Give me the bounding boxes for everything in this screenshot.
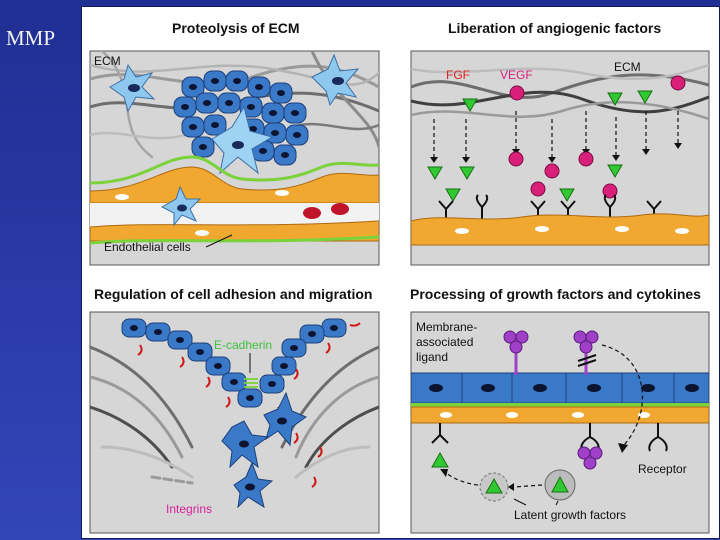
- cleaved-ligand: [573, 330, 599, 375]
- label-fgf: FGF: [446, 68, 470, 82]
- cell-layer: [411, 372, 709, 424]
- ecm-fibers: [411, 63, 709, 121]
- label-e-cadherin: E-cadherin: [214, 338, 272, 352]
- fibroblast-cell: [160, 185, 202, 227]
- fibroblast-cell: [311, 53, 360, 107]
- fgf-molecules: [427, 90, 653, 202]
- pointer-line: [555, 500, 559, 506]
- label-receptor: Receptor: [638, 462, 687, 476]
- tumor-nuclei: [181, 78, 301, 158]
- migrating-cell: [263, 391, 308, 447]
- bound-ligand: [577, 446, 603, 470]
- activation-arrow: [443, 470, 479, 486]
- migrating-cell: [221, 420, 270, 469]
- release-arrows: [433, 111, 679, 157]
- label-membrane-3: ligand: [416, 350, 448, 364]
- label-ecm-angiogenic: ECM: [614, 60, 641, 74]
- arrow-head: [618, 443, 628, 453]
- latent-growth-factor: [544, 469, 576, 501]
- pointer-line: [205, 234, 233, 248]
- mmp-diagram: Proteolysis of ECM Liberation of angioge…: [89, 20, 710, 534]
- label-membrane-2: associated: [416, 335, 473, 349]
- fibroblast-cell: [109, 63, 156, 113]
- label-membrane-1: Membrane-: [416, 320, 477, 334]
- heading-adhesion: Regulation of cell adhesion and migratio…: [94, 286, 372, 302]
- arrow-heads: [430, 143, 682, 163]
- endothelial-layer: [411, 213, 709, 246]
- activation-arrow: [513, 484, 543, 488]
- heading-processing: Processing of growth factors and cytokin…: [410, 286, 701, 302]
- invading-cell: [211, 105, 274, 175]
- e-cadherin-junction: [244, 378, 258, 388]
- latent-growth-factor: [479, 472, 509, 502]
- active-growth-factor: [431, 451, 449, 468]
- receptors: [438, 194, 662, 221]
- pointer-line: [513, 498, 527, 506]
- heading-angiogenic: Liberation of angiogenic factors: [448, 20, 661, 36]
- label-integrins: Integrins: [166, 502, 212, 516]
- membrane-ligand: [503, 330, 529, 375]
- panel-proteolysis: ECM Endothelial cells: [89, 50, 380, 266]
- label-ecm-proteolysis: ECM: [94, 54, 121, 68]
- heading-proteolysis: Proteolysis of ECM: [172, 20, 300, 36]
- vegf-molecules: [508, 75, 686, 199]
- migrating-cell: [233, 461, 274, 509]
- panel-processing: Membrane- associated ligand Receptor Lat…: [410, 311, 710, 534]
- label-latent-growth-factors: Latent growth factors: [514, 508, 626, 522]
- release-arrow: [601, 344, 644, 448]
- slide-title: MMP: [6, 26, 56, 50]
- arrow-head: [440, 469, 448, 477]
- mmp-figure: Proteolysis of ECM Liberation of angioge…: [82, 7, 719, 538]
- label-endothelial-cells: Endothelial cells: [104, 240, 191, 254]
- arrow-head: [508, 483, 514, 491]
- panel-adhesion: E-cadherin Integrins: [89, 311, 380, 534]
- label-vegf: VEGF: [500, 68, 533, 82]
- blood-vessel: [90, 155, 379, 245]
- epithelial-nuclei: [130, 325, 338, 401]
- panel-angiogenic: FGF VEGF ECM: [410, 50, 710, 266]
